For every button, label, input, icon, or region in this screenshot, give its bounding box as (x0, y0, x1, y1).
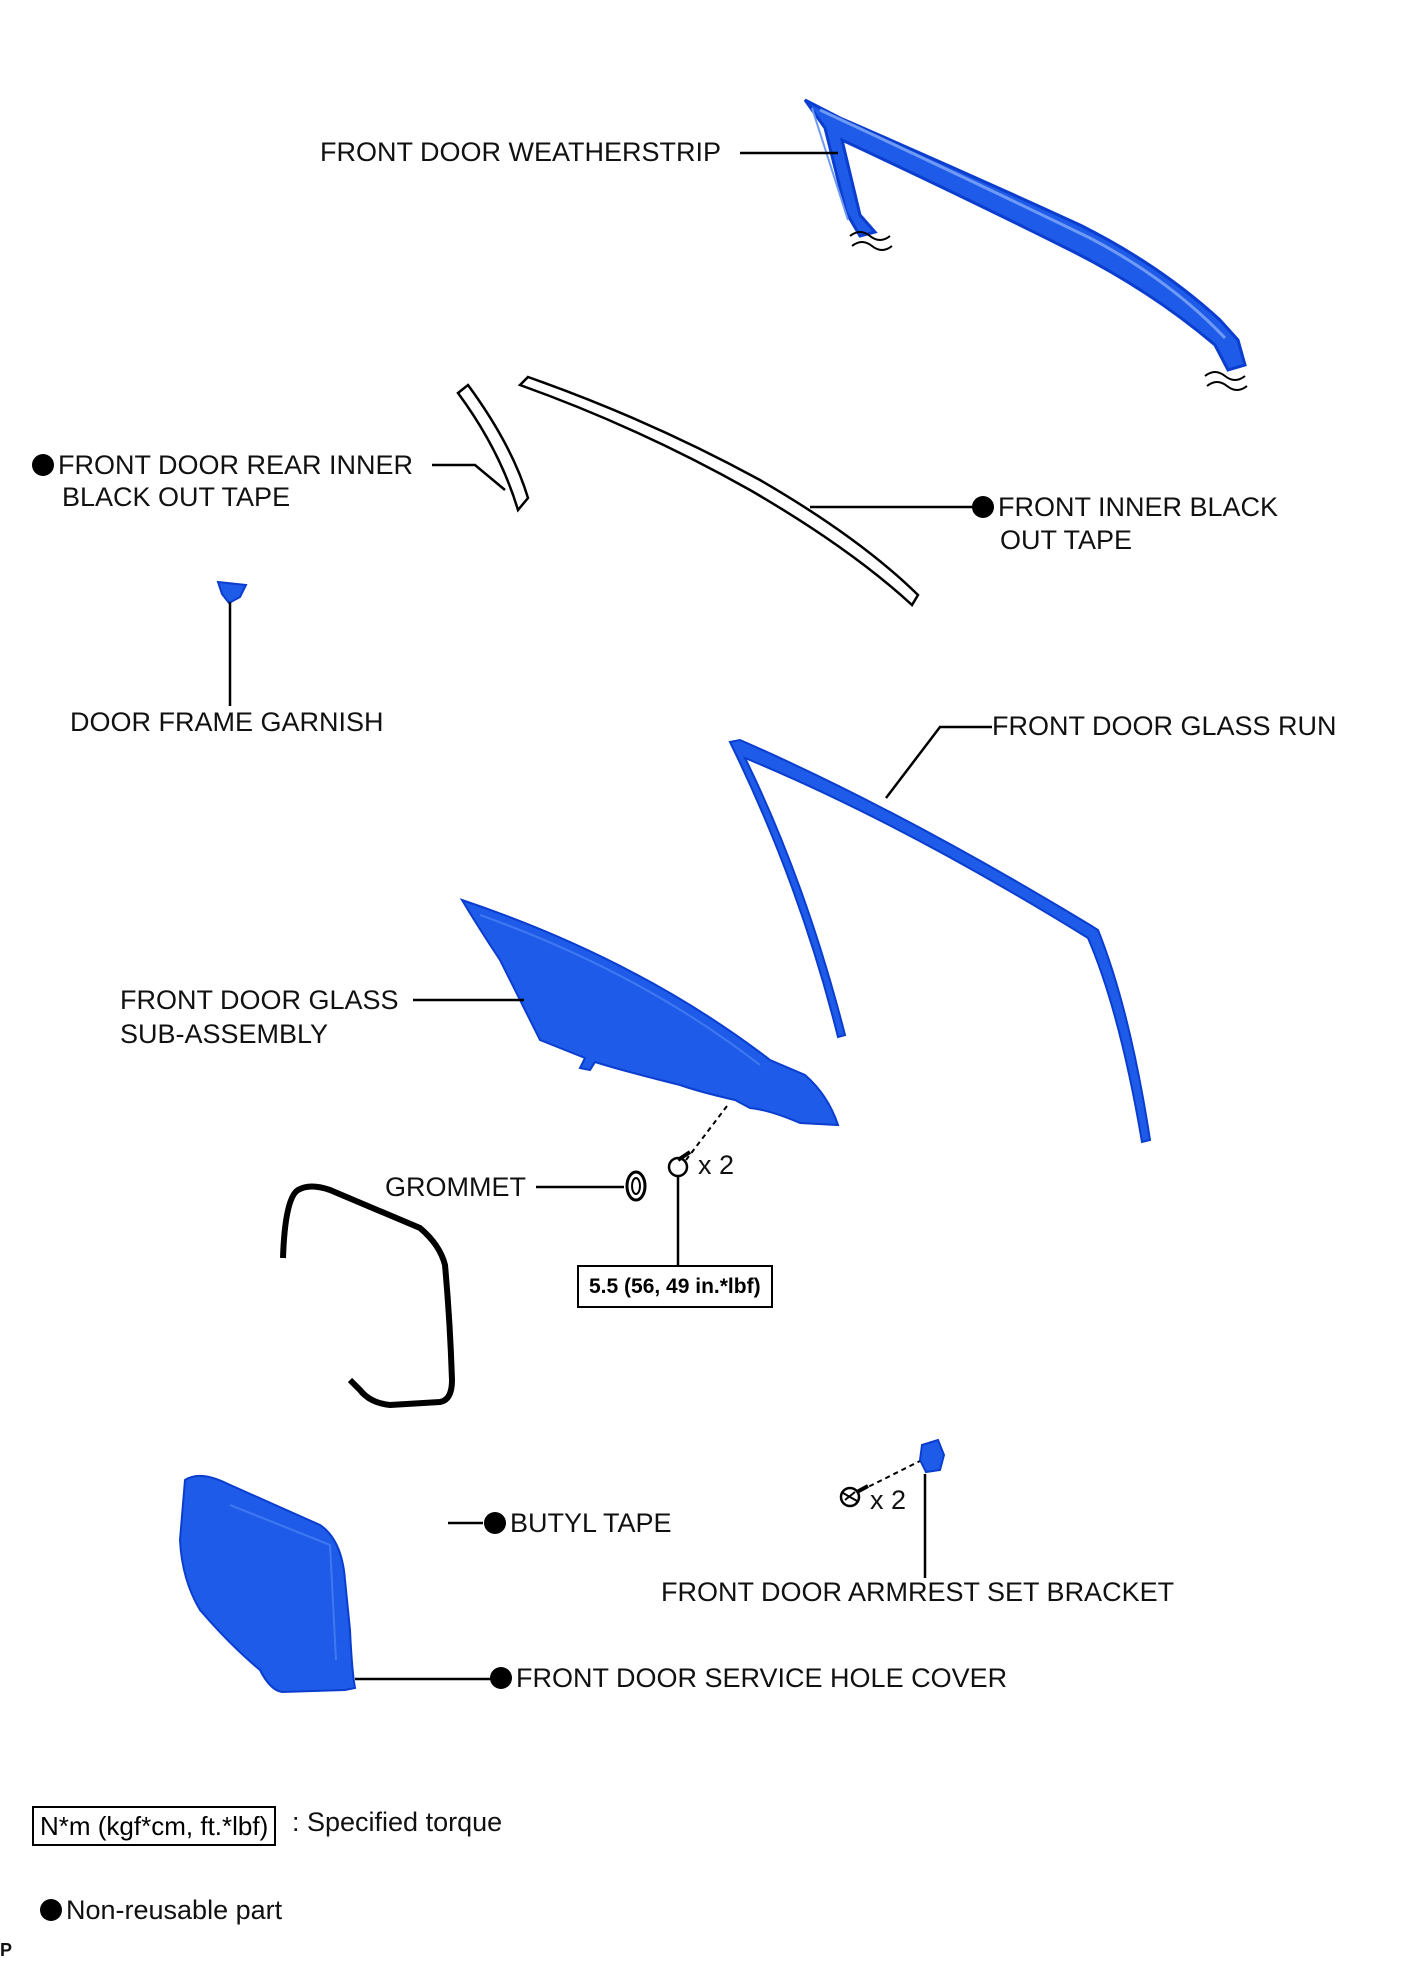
corner-mark: P (0, 1940, 13, 1960)
front-door-weatherstrip (803, 98, 1248, 391)
front-door-glass-sub-assembly (459, 898, 840, 1127)
rear-inner-black-out-tape (456, 383, 530, 513)
front-door-service-hole-cover (178, 1474, 357, 1694)
label-front-door-glass-1: FRONT DOOR GLASS (120, 985, 399, 1015)
non-reusable-dot-icon (972, 496, 994, 518)
label-front-door-armrest-set-bracket: FRONT DOOR ARMREST SET BRACKET (661, 1577, 1175, 1607)
label-screw-qty: x 2 (870, 1485, 907, 1515)
armrest-screw (839, 1484, 869, 1508)
torque-spec-box: 5.5 (56, 49 in.*lbf) (577, 1265, 773, 1308)
legend-torque-text: : Specified torque (292, 1807, 503, 1837)
label-text: FRONT DOOR REAR INNER (58, 450, 414, 480)
label-front-inner-black-out-tape-1: FRONT INNER BLACK (972, 491, 1278, 523)
glass-bolt (667, 1150, 692, 1178)
label-text: BUTYL TAPE (510, 1508, 672, 1538)
label-front-door-glass-2: SUB-ASSEMBLY (120, 1019, 329, 1049)
non-reusable-dot-icon (32, 454, 54, 476)
label-bolt-qty: x 2 (698, 1150, 735, 1180)
label-grommet: GROMMET (385, 1172, 526, 1202)
label-front-door-service-hole-cover: FRONT DOOR SERVICE HOLE COVER (490, 1662, 1007, 1694)
non-reusable-dot-icon (484, 1512, 506, 1534)
door-frame-garnish (216, 580, 248, 605)
non-reusable-dot-icon (490, 1667, 512, 1689)
glass-run-leader (885, 725, 992, 799)
legend-text: Non-reusable part (66, 1895, 283, 1925)
label-text: FRONT DOOR SERVICE HOLE COVER (516, 1663, 1008, 1693)
legend-torque-box: N*m (kgf*cm, ft.*lbf) (32, 1806, 277, 1846)
bolt-dashed-line (685, 1105, 728, 1161)
label-front-door-glass-run: FRONT DOOR GLASS RUN (992, 711, 1337, 741)
legend-non-reusable: Non-reusable part (40, 1894, 282, 1926)
butyl-tape (280, 1183, 455, 1408)
label-door-frame-garnish: DOOR FRAME GARNISH (70, 707, 384, 737)
front-door-armrest-set-bracket (918, 1438, 946, 1474)
label-text: FRONT INNER BLACK (998, 492, 1279, 522)
non-reusable-dot-icon (40, 1899, 62, 1921)
grommet (625, 1170, 647, 1202)
label-rear-inner-black-out-tape-2: BLACK OUT TAPE (62, 482, 291, 512)
label-front-inner-black-out-tape-2: OUT TAPE (1000, 525, 1133, 555)
front-inner-black-out-tape (517, 375, 920, 607)
label-front-door-weatherstrip: FRONT DOOR WEATHERSTRIP (320, 137, 722, 167)
front-door-glass-run (728, 738, 1152, 1144)
label-butyl-tape: BUTYL TAPE (484, 1507, 672, 1539)
label-rear-inner-black-out-tape-1: FRONT DOOR REAR INNER (32, 449, 413, 481)
rear-inner-tape-leader (432, 463, 506, 491)
screw-dashed-line (861, 1459, 923, 1491)
